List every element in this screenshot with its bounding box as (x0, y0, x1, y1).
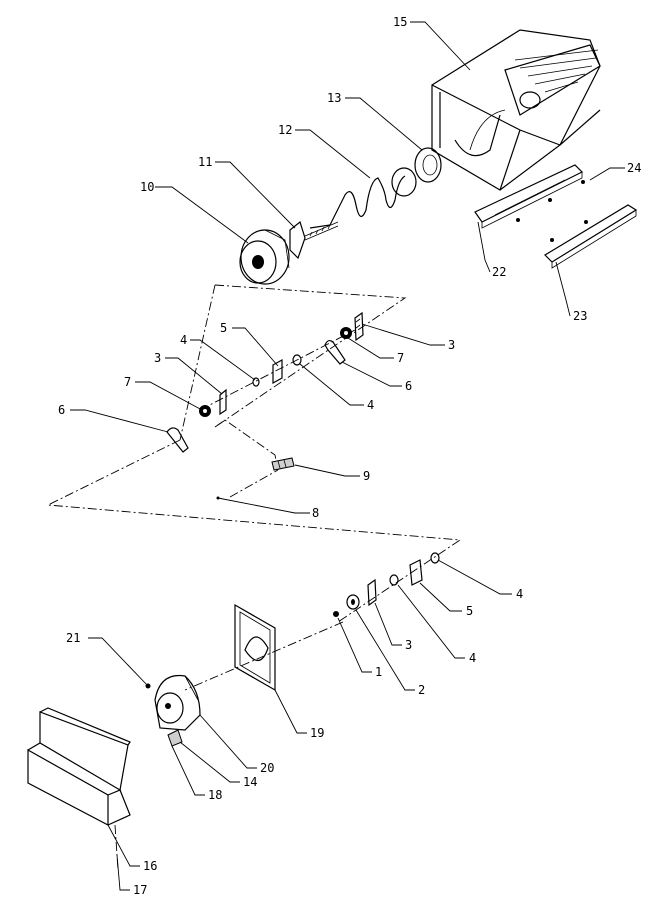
callout-8: 8 (312, 506, 319, 520)
rail-part-23 (544, 204, 638, 269)
callout-4-mid: 4 (367, 398, 374, 412)
callout-14: 14 (243, 775, 257, 789)
callout-6-upper: 6 (405, 379, 412, 393)
callout-13: 13 (327, 91, 341, 105)
callout-16: 16 (143, 859, 157, 873)
callout-3-left: 3 (154, 351, 161, 365)
nut-part-1 (333, 611, 339, 617)
clip-part-3-upper (354, 311, 364, 342)
auger-spring-part-12 (309, 167, 417, 229)
callout-12: 12 (278, 123, 292, 137)
callout-15: 15 (393, 15, 407, 29)
cover-part-16 (27, 707, 131, 826)
callout-4-top-right: 4 (516, 587, 523, 601)
callout-labels: 15 13 12 11 10 24 22 23 3 7 6 4 5 4 3 7 … (58, 15, 641, 897)
rail-part-22 (474, 164, 584, 229)
gear-part-7-left (199, 405, 211, 417)
callout-4-left: 4 (180, 333, 187, 347)
callout-11: 11 (198, 155, 212, 169)
callout-5-mid: 5 (220, 321, 227, 335)
auger-blade-part-11 (289, 220, 339, 260)
callout-7-upper: 7 (397, 351, 404, 365)
auger-bearing-part-13 (414, 147, 442, 183)
ice-bucket-part-15 (431, 29, 601, 191)
callout-6-left: 6 (58, 403, 65, 417)
gasket-part-19 (234, 603, 276, 692)
callout-22: 22 (492, 265, 506, 279)
clip-part-3-lower (367, 578, 377, 607)
motor-housing-part-20 (154, 674, 201, 731)
plate-part-5-lower (409, 559, 423, 586)
bushing-part-2 (346, 594, 360, 610)
callout-19: 19 (310, 726, 324, 740)
washer-part-4-left (252, 377, 260, 387)
callout-4-lower: 4 (469, 651, 476, 665)
washer-part-4-lower (389, 574, 399, 586)
screws-part-24 (516, 180, 588, 242)
washer-part-4-top-right (430, 552, 440, 564)
callout-24: 24 (627, 161, 641, 175)
callout-10: 10 (140, 180, 154, 194)
callout-1: 1 (375, 665, 382, 679)
lever-part-6-upper (324, 339, 346, 365)
callout-18: 18 (208, 788, 222, 802)
bracket-part-14 (167, 729, 183, 747)
lever-part-6-left (166, 427, 189, 453)
washer-part-4-mid (292, 354, 302, 366)
gear-part-7-upper (340, 327, 352, 339)
leader-lines (70, 21, 625, 891)
callout-3-upper: 3 (448, 338, 455, 352)
callout-7-left: 7 (124, 375, 131, 389)
callout-21: 21 (66, 631, 80, 645)
auger-hub-part-10 (239, 229, 290, 285)
clip-part-3-left (219, 388, 227, 416)
callout-5-lower: 5 (466, 604, 473, 618)
callout-23: 23 (573, 309, 587, 323)
bracket-part-9 (271, 457, 295, 471)
callout-2: 2 (418, 683, 425, 697)
callout-17: 17 (133, 883, 147, 897)
callout-3-lower: 3 (405, 638, 412, 652)
callout-9: 9 (363, 469, 370, 483)
plate-part-5-mid (272, 358, 283, 385)
callout-20: 20 (260, 761, 274, 775)
